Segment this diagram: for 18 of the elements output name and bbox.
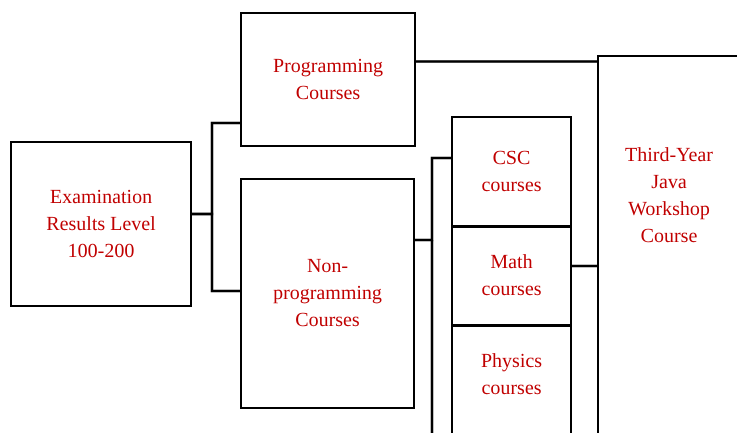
course-box bbox=[451, 116, 572, 227]
node-label: Math courses bbox=[480, 250, 542, 302]
course-box bbox=[240, 12, 416, 147]
course-box bbox=[451, 226, 572, 326]
node-label: Non-programming Courses bbox=[272, 254, 383, 333]
node-label: CSC courses bbox=[480, 146, 542, 198]
course-box bbox=[597, 55, 737, 433]
course-box bbox=[240, 178, 415, 409]
connector-line bbox=[192, 212, 240, 292]
node-label: Programming Courses bbox=[272, 54, 384, 106]
connector-line bbox=[416, 60, 597, 63]
course-box bbox=[10, 141, 192, 307]
node-label: Physics courses bbox=[480, 349, 544, 401]
connector-line bbox=[415, 156, 451, 242]
node-label: Examination Results Level 100-200 bbox=[45, 184, 157, 264]
node-label: Third-Year Java Workshop Course bbox=[624, 143, 714, 249]
connector-line bbox=[572, 264, 597, 268]
course-box bbox=[451, 325, 572, 433]
